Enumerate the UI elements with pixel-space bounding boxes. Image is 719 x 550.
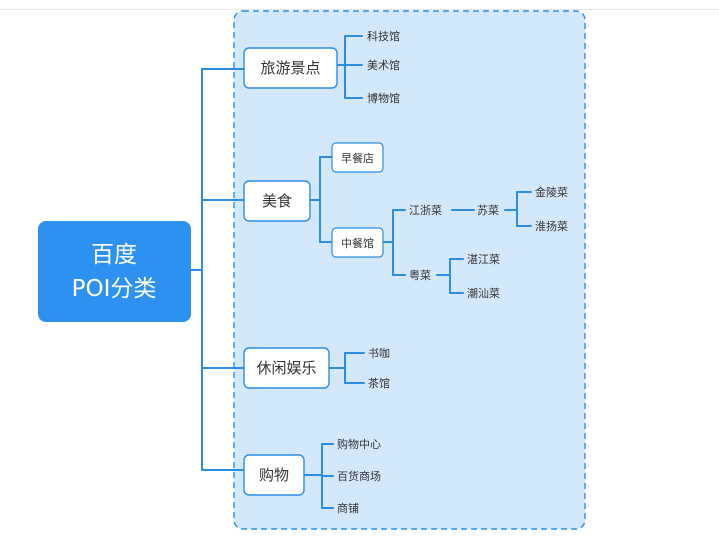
leaf-su-cuisine: 苏菜: [477, 204, 499, 217]
node-chinese-restaurant-label: 中餐馆: [341, 236, 374, 250]
leaf-shopping-center: 购物中心: [337, 437, 381, 451]
root-node-title-line2: POI分类: [72, 276, 157, 302]
group-boundary: [233, 10, 586, 530]
node-chinese-restaurant[interactable]: [331, 227, 384, 258]
leaf-zhanjiang-cuisine: 湛江菜: [467, 253, 500, 266]
node-breakfast-shop[interactable]: [331, 142, 384, 173]
leaf-museum: 博物馆: [367, 91, 400, 105]
branch-shopping-label: 购物: [259, 466, 289, 484]
connectors: [190, 35, 532, 509]
root-node-title-line1: 百度: [91, 242, 137, 268]
leaf-book-cafe: 书咖: [368, 346, 390, 360]
branch-food[interactable]: [243, 180, 311, 222]
leaf-huaiyang-cuisine: 淮扬菜: [535, 219, 568, 233]
branch-leisure-label: 休闲娱乐: [256, 359, 316, 377]
leaf-chaoshan-cuisine: 潮汕菜: [467, 286, 500, 300]
node-breakfast-shop-label: 早餐店: [341, 151, 374, 165]
top-divider: [0, 9, 719, 10]
leaf-department-store: 百货商场: [337, 469, 381, 483]
leaf-shop: 商铺: [337, 501, 359, 515]
branch-shopping[interactable]: [243, 454, 305, 496]
branch-scenic[interactable]: [243, 47, 338, 89]
root-node[interactable]: [38, 221, 191, 322]
branch-food-label: 美食: [262, 192, 292, 210]
leaf-science-museum: 科技馆: [367, 29, 400, 43]
leaf-jiangzhe-cuisine: 江浙菜: [409, 204, 442, 217]
branch-leisure[interactable]: [243, 347, 330, 389]
leaf-tea-house: 茶馆: [368, 376, 390, 390]
leaf-art-museum: 美术馆: [367, 58, 400, 72]
leaf-jinling-cuisine: 金陵菜: [535, 185, 568, 199]
branch-scenic-label: 旅游景点: [260, 59, 320, 77]
leaf-cantonese-cuisine: 粤菜: [409, 268, 431, 282]
